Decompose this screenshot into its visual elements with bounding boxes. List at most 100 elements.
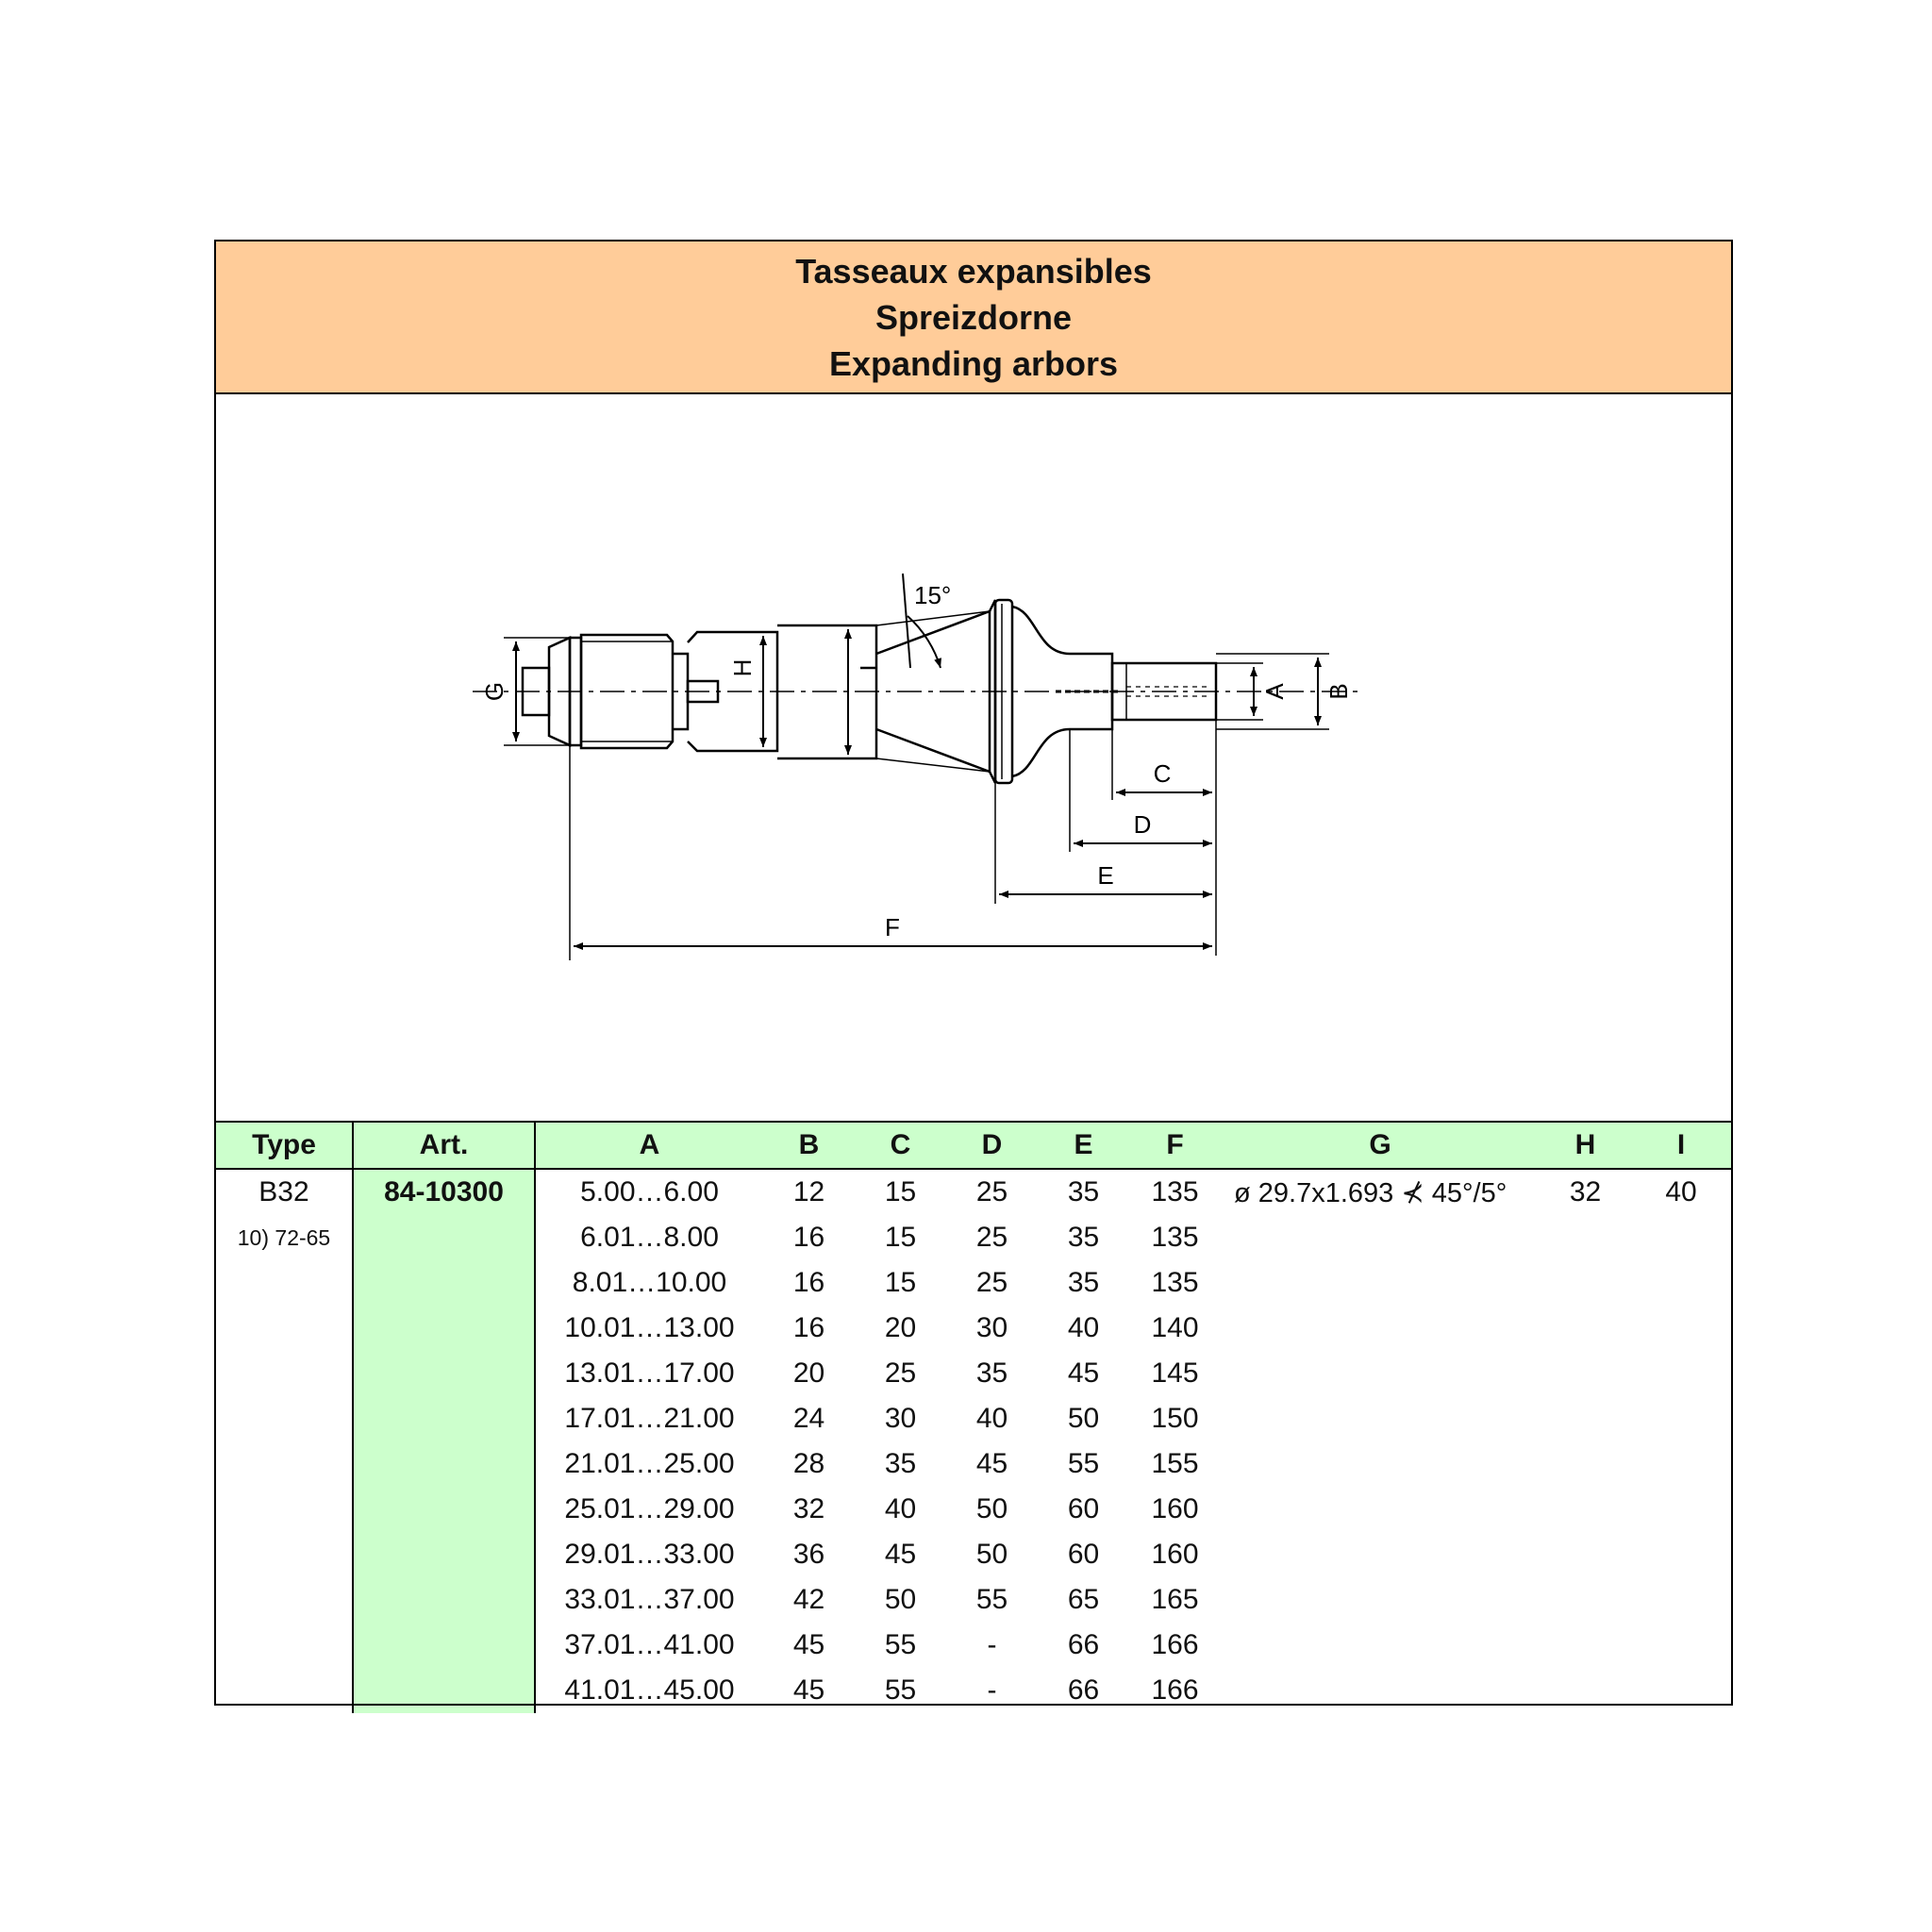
cell-a: 37.01…41.00 [534, 1623, 763, 1668]
cell-a: 33.01…37.00 [534, 1577, 763, 1623]
dim-label-i: I [855, 664, 883, 671]
cell-a: 10.01…13.00 [534, 1306, 763, 1351]
cell-c: 20 [884, 1312, 917, 1343]
cell-g: ø 29.7x1.693 ⊀ 45°/5° [1234, 1177, 1507, 1208]
cell-f: 166 [1151, 1674, 1199, 1706]
art-cell-empty [352, 1396, 535, 1441]
cell-i-empty [1631, 1487, 1731, 1532]
cell-i-empty [1631, 1306, 1731, 1351]
header-b: B [763, 1121, 855, 1170]
cell-b: 32 [792, 1493, 825, 1524]
cell-g-empty [1221, 1306, 1540, 1351]
cell-a: 6.01…8.00 [534, 1215, 763, 1260]
cell-i-empty [1631, 1623, 1731, 1668]
cell-a: 29.01…33.00 [534, 1532, 763, 1577]
type-cell-empty [216, 1260, 353, 1306]
cell-g-empty [1221, 1668, 1540, 1713]
cell-h-empty [1540, 1623, 1631, 1668]
cell-b: 42 [792, 1584, 825, 1615]
cell-b: 12 [792, 1176, 825, 1208]
cell-h-empty [1540, 1532, 1631, 1577]
cell-g-empty [1221, 1351, 1540, 1396]
cell-g-empty [1221, 1532, 1540, 1577]
cell-e: 55 [1067, 1448, 1100, 1479]
cell-g-empty [1221, 1487, 1540, 1532]
art-cell: 84-10300 [352, 1169, 535, 1215]
cell-d: - [987, 1674, 997, 1706]
title-english: Expanding arbors [828, 343, 1119, 383]
title-german: Spreizdorne [874, 297, 1073, 337]
cell-d: 25 [975, 1176, 1008, 1208]
cell-i-empty [1631, 1351, 1731, 1396]
cell-b: 36 [792, 1539, 825, 1570]
type-cell-empty [216, 1623, 353, 1668]
cell-d: - [987, 1629, 997, 1660]
cell-d: 50 [975, 1493, 1008, 1524]
cell-h-empty [1540, 1351, 1631, 1396]
type-cell: B32 [258, 1176, 309, 1208]
cell-c: 55 [884, 1674, 917, 1706]
art-cell-empty [352, 1260, 535, 1306]
cell-d: 25 [975, 1222, 1008, 1253]
cell-i-empty [1631, 1577, 1731, 1623]
cell-e: 50 [1067, 1403, 1100, 1434]
cell-e: 60 [1067, 1539, 1100, 1570]
cell-f: 135 [1151, 1267, 1199, 1298]
cell-i: 40 [1665, 1176, 1697, 1208]
cell-g-empty [1221, 1623, 1540, 1668]
cell-g-empty [1221, 1441, 1540, 1487]
cell-f: 160 [1151, 1493, 1199, 1524]
type-cell-empty [216, 1441, 353, 1487]
header-g: G [1221, 1121, 1540, 1170]
cell-e: 66 [1067, 1629, 1100, 1660]
cell-i-empty [1631, 1260, 1731, 1306]
cell-c: 30 [884, 1403, 917, 1434]
header-c: C [855, 1121, 946, 1170]
cell-f: 135 [1151, 1222, 1199, 1253]
cell-a: 8.01…10.00 [534, 1260, 763, 1306]
body-h [687, 630, 779, 753]
art-cell-empty [352, 1668, 535, 1713]
arbor-drawing-svg: 15° G H I A B C D E F [473, 573, 1362, 960]
title-french: Tasseaux expansibles [795, 251, 1152, 291]
type-cell-empty [216, 1487, 353, 1532]
cell-g-empty [1221, 1396, 1540, 1441]
cell-g-empty [1221, 1215, 1540, 1260]
art-cell-empty [352, 1215, 535, 1260]
header-i: I [1631, 1121, 1731, 1170]
cell-c: 15 [884, 1176, 917, 1208]
header-d: D [946, 1121, 1038, 1170]
art-cell-empty [352, 1441, 535, 1487]
cell-d: 25 [975, 1267, 1008, 1298]
cell-b: 28 [792, 1448, 825, 1479]
dim-label-h: H [728, 659, 757, 677]
cell-b: 20 [792, 1357, 825, 1389]
cell-e: 35 [1067, 1176, 1100, 1208]
cell-c: 15 [884, 1267, 917, 1298]
cell-f: 166 [1151, 1629, 1199, 1660]
type-cell-empty [216, 1351, 353, 1396]
cell-f: 135 [1151, 1176, 1199, 1208]
dim-label-a: A [1260, 683, 1289, 700]
cell-e: 65 [1067, 1584, 1100, 1615]
type-cell-empty [216, 1306, 353, 1351]
cell-i-empty [1631, 1441, 1731, 1487]
dim-label-b: B [1324, 683, 1353, 699]
cell-e: 35 [1067, 1267, 1100, 1298]
cell-h-empty [1540, 1215, 1631, 1260]
cell-d: 55 [975, 1584, 1008, 1615]
header-f: F [1129, 1121, 1221, 1170]
header-art: Art. [352, 1121, 535, 1170]
cell-a: 25.01…29.00 [534, 1487, 763, 1532]
cell-d: 50 [975, 1539, 1008, 1570]
header-h: H [1540, 1121, 1631, 1170]
